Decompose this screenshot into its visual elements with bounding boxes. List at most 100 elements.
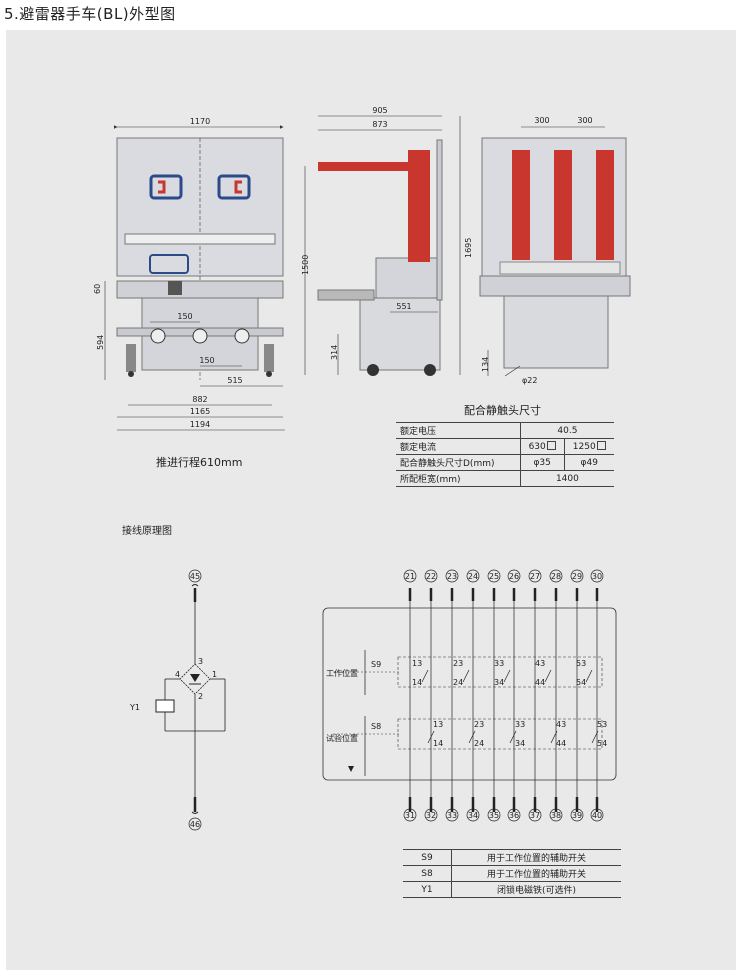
s9-contact-switch [544, 669, 552, 683]
terminal-circle [445, 808, 459, 822]
dim-1500: 1500 [301, 255, 310, 275]
terminal-bottom-number: 39 [572, 811, 582, 820]
dim-1695: 1695 [464, 238, 473, 258]
terminal-top-number: 24 [468, 572, 478, 581]
legend-key: Y1 [403, 881, 452, 898]
terminal-circle [528, 569, 542, 583]
s8-contact-top: 23 [474, 720, 484, 729]
legend-desc: 用于工作位置的辅助开关 [451, 865, 621, 882]
spec-label: 配合静触头尺寸D(mm) [396, 454, 521, 471]
spec-value: 630 [528, 442, 546, 452]
dim-60: 60 [93, 284, 102, 294]
s9-contact-bottom: 44 [535, 678, 545, 687]
dim-1194: 1194 [190, 420, 210, 429]
s8-contact-bottom: 24 [474, 739, 484, 748]
s8-contact-switch [550, 730, 558, 744]
terminal-circle [403, 808, 417, 822]
s9-label: S9 [371, 660, 381, 669]
terminal-columns: 2131223223332434253526362737283829393040… [403, 569, 607, 822]
s8-position-label: 试验位置 [326, 733, 358, 743]
spec-label: 额定电流 [396, 438, 521, 455]
s8-contact-switch [591, 730, 599, 744]
terminal-bottom-number: 35 [489, 811, 499, 820]
terminal-bottom-number: 32 [426, 811, 436, 820]
s9-contact-bottom: 54 [576, 678, 586, 687]
s8-label: S8 [371, 722, 381, 731]
s9-contact-top: 53 [576, 659, 586, 668]
s8-contact-switch [468, 730, 476, 744]
terminal-bottom-number: 40 [592, 811, 602, 820]
terminal-circle [570, 808, 584, 822]
s9-contact-top: 23 [453, 659, 463, 668]
terminal-circle [487, 569, 501, 583]
dim-905: 905 [372, 106, 387, 115]
s8-contact-bottom: 54 [597, 739, 607, 748]
checkbox-square-icon [546, 441, 556, 450]
dim-1170: 1170 [190, 117, 210, 126]
side-view [304, 115, 461, 376]
s9-contact-bottom: 24 [453, 678, 463, 687]
dim-314: 314 [330, 345, 339, 360]
s8-contact-switch [427, 730, 435, 744]
terminal-bottom-number: 38 [551, 811, 561, 820]
terminal-circle [570, 569, 584, 583]
y1-label: Y1 [129, 703, 140, 712]
s8-contact-top: 13 [433, 720, 443, 729]
dim-150a: 150 [177, 312, 192, 321]
dim-882: 882 [192, 395, 207, 404]
spec-value-cell: 1250 [563, 438, 614, 455]
dim-551: 551 [396, 302, 411, 311]
wiring-diagram-title: 接线原理图 [122, 526, 172, 537]
terminal-45: 45 [190, 572, 200, 581]
terminal-circle [487, 808, 501, 822]
terminal-top-number: 28 [551, 572, 561, 581]
terminal-circle [590, 808, 604, 822]
bridge-pin-1: 1 [212, 670, 217, 679]
s9-contact-bottom: 14 [412, 678, 422, 687]
terminal-circle [466, 808, 480, 822]
y1-circuit [155, 569, 226, 831]
spec-value: 1400 [519, 470, 614, 487]
s8-contact-top: 53 [597, 720, 607, 729]
terminal-top-number: 29 [572, 572, 582, 581]
dim-594: 594 [96, 335, 105, 350]
terminal-circle [507, 569, 521, 583]
s9-contact-switch [462, 669, 470, 683]
spec-value-cell: 630 [519, 438, 564, 455]
terminal-circle [528, 808, 542, 822]
spec-value: φ49 [563, 454, 614, 471]
terminal-bottom-number: 31 [405, 811, 415, 820]
s9-contact-top: 13 [412, 659, 422, 668]
s9-contact-top: 43 [535, 659, 545, 668]
terminal-circle [403, 569, 417, 583]
s9-contact-switch [421, 669, 429, 683]
dim-1165: 1165 [190, 407, 210, 416]
terminal-bottom-number: 33 [447, 811, 457, 820]
rear-view [479, 126, 631, 377]
dim-515: 515 [227, 376, 242, 385]
terminal-bottom-number: 36 [509, 811, 519, 820]
legend-key: S8 [403, 865, 452, 882]
spec-value: 40.5 [519, 422, 614, 439]
spec-label: 所配柜宽(mm) [396, 470, 521, 487]
bridge-pin-2: 2 [198, 692, 203, 701]
s8-contact-bottom: 14 [433, 739, 443, 748]
spec-value: 1250 [572, 442, 596, 452]
s9-contact-switch [585, 669, 593, 683]
terminal-top-number: 25 [489, 572, 499, 581]
table-row: 所配柜宽(mm) 1400 [396, 470, 614, 487]
terminal-circle [466, 569, 480, 583]
bridge-pin-4: 4 [175, 670, 180, 679]
s9-contact-bottom: 34 [494, 678, 504, 687]
dim-300b: 300 [577, 116, 592, 125]
stroke-label: 推进行程610mm [156, 456, 243, 469]
bridge-pin-3: 3 [198, 657, 203, 666]
s8-contact-top: 33 [515, 720, 525, 729]
terminal-circle [424, 808, 438, 822]
terminal-circle [590, 569, 604, 583]
